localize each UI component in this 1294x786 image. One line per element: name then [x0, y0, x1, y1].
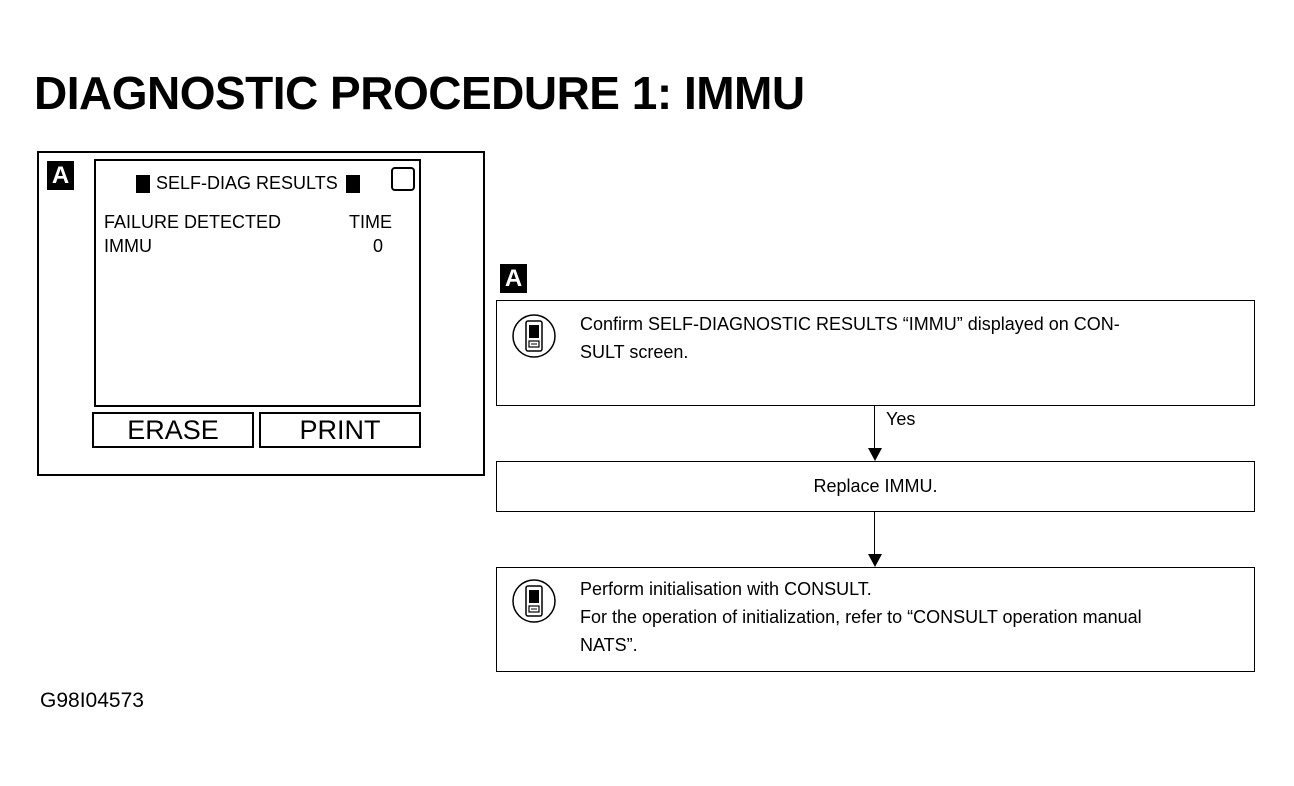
yes-label: Yes: [886, 409, 916, 429]
step1-line2: SULT screen.: [580, 342, 689, 362]
arrow-down-icon: [868, 448, 882, 461]
figure-id: G98I04573: [40, 689, 144, 712]
failure-time: 0: [373, 236, 384, 256]
erase-button[interactable]: ERASE: [92, 412, 254, 448]
consult-display: SELF-DIAG RESULTS FAILURE DETECTED TIME …: [94, 159, 421, 407]
consult-screen-panel: A SELF-DIAG RESULTS FAILURE DETECTED TIM…: [37, 151, 485, 476]
step-perform-initialisation: Perform initialisation with CONSULT. For…: [496, 567, 1255, 672]
header-block-left-icon: [136, 174, 150, 193]
consult-tester-icon: [512, 314, 556, 358]
step3-line2: For the operation of initialization, ref…: [580, 607, 1142, 627]
page-title: DIAGNOSTIC PROCEDURE 1: IMMU: [34, 67, 805, 119]
flow-label-a: A: [500, 264, 527, 293]
self-diag-header: SELF-DIAG RESULTS: [136, 173, 360, 194]
connector-1: [874, 406, 875, 450]
step2-text: Replace IMMU.: [813, 476, 938, 496]
consult-tester-icon: [512, 579, 556, 623]
arrow-down-icon: [868, 554, 882, 567]
step3-line1: Perform initialisation with CONSULT.: [580, 579, 872, 599]
failure-detected-header: FAILURE DETECTED: [104, 212, 282, 232]
step1-line1: Confirm SELF-DIAGNOSTIC RESULTS “IMMU” d…: [580, 314, 1120, 334]
screen-corner-button[interactable]: [391, 167, 415, 191]
step-replace-immu: Replace IMMU.: [496, 461, 1255, 512]
self-diag-title: SELF-DIAG RESULTS: [156, 173, 338, 193]
panel-label-a: A: [47, 161, 74, 190]
step-confirm-results: Confirm SELF-DIAGNOSTIC RESULTS “IMMU” d…: [496, 300, 1255, 406]
failure-item: IMMU: [104, 236, 152, 256]
connector-2: [874, 512, 875, 555]
print-button[interactable]: PRINT: [259, 412, 421, 448]
time-header: TIME: [349, 212, 392, 232]
header-block-right-icon: [345, 174, 360, 193]
step3-line3: NATS”.: [580, 635, 638, 655]
